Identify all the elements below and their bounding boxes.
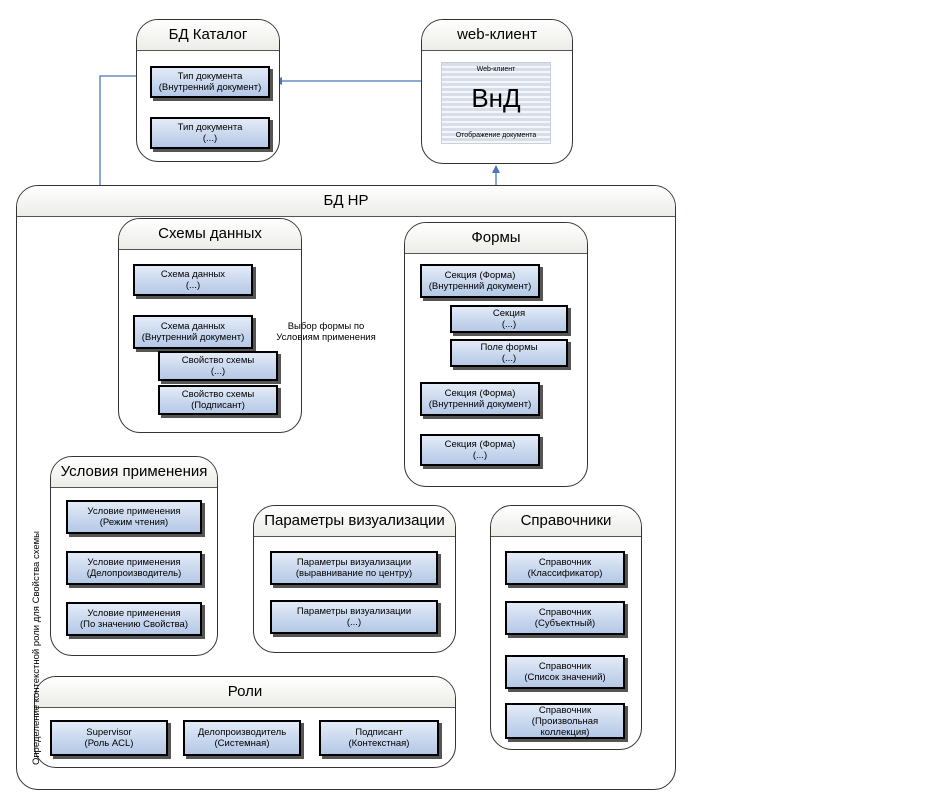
visual-other-node[interactable]: Параметры визуализации (...) xyxy=(270,600,438,634)
ref-custom-node[interactable]: Справочник (Произвольная коллекция) xyxy=(505,703,625,739)
section-internal-2-node[interactable]: Секция (Форма) (Внутренний документ) xyxy=(420,382,540,416)
condition-by-property-node[interactable]: Условие применения (По значению Свойства… xyxy=(66,602,202,636)
section-sub-node[interactable]: Секция (...) xyxy=(450,305,568,333)
context-role-annotation: Определение контекстной роли для Свойств… xyxy=(31,531,42,765)
preview-caption-main: ВнД xyxy=(471,83,521,113)
doc-type-other-node[interactable]: Тип документа (...) xyxy=(150,117,270,149)
web-client-title: web-клиент xyxy=(422,20,572,51)
role-clerk-node[interactable]: Делопроизводитель (Системная) xyxy=(183,720,301,756)
condition-read-mode-node[interactable]: Условие применения (Режим чтения) xyxy=(66,500,202,534)
document-preview-image: Web-клиент ВнД Отображение документа xyxy=(441,62,551,144)
visual-title: Параметры визуализации xyxy=(254,506,455,537)
role-supervisor-node[interactable]: Supervisor (Роль ACL) xyxy=(50,720,168,756)
section-other-node[interactable]: Секция (Форма) (...) xyxy=(420,434,540,466)
prop-other-node[interactable]: Свойство схемы (...) xyxy=(158,351,278,381)
conditions-title: Условия применения xyxy=(51,457,217,488)
ref-subject-node[interactable]: Справочник (Субъектный) xyxy=(505,601,625,635)
catalog-db-title: БД Каталог xyxy=(137,20,279,51)
forms-title: Формы xyxy=(405,223,587,254)
form-choice-annotation: Выбор формы по Условиям применения xyxy=(276,321,376,343)
visual-center-node[interactable]: Параметры визуализации (выравнивание по … xyxy=(270,551,438,585)
condition-clerk-node[interactable]: Условие применения (Делопроизводитель) xyxy=(66,551,202,585)
scheme-other-node[interactable]: Схема данных (...) xyxy=(133,264,253,296)
ref-value-list-node[interactable]: Справочник (Список значений) xyxy=(505,655,625,689)
prop-signer-node[interactable]: Свойство схемы (Подписант) xyxy=(158,385,278,415)
doc-type-internal-node[interactable]: Тип документа (Внутренний документ) xyxy=(150,66,270,98)
role-signer-node[interactable]: Подписант (Контекстная) xyxy=(319,720,439,756)
refs-title: Справочники xyxy=(491,506,641,537)
ref-classifier-node[interactable]: Справочник (Классификатор) xyxy=(505,551,625,585)
roles-title: Роли xyxy=(35,677,455,708)
schemes-title: Схемы данных xyxy=(119,219,301,250)
section-internal-1-node[interactable]: Секция (Форма) (Внутренний документ) xyxy=(420,264,540,298)
scheme-internal-node[interactable]: Схема данных (Внутренний документ) xyxy=(133,315,253,349)
form-field-node[interactable]: Поле формы (...) xyxy=(450,339,568,367)
np-db-title: БД НР xyxy=(17,186,675,217)
preview-caption-top: Web-клиент xyxy=(476,66,516,73)
preview-caption-bottom: Отображение документа xyxy=(455,132,537,139)
